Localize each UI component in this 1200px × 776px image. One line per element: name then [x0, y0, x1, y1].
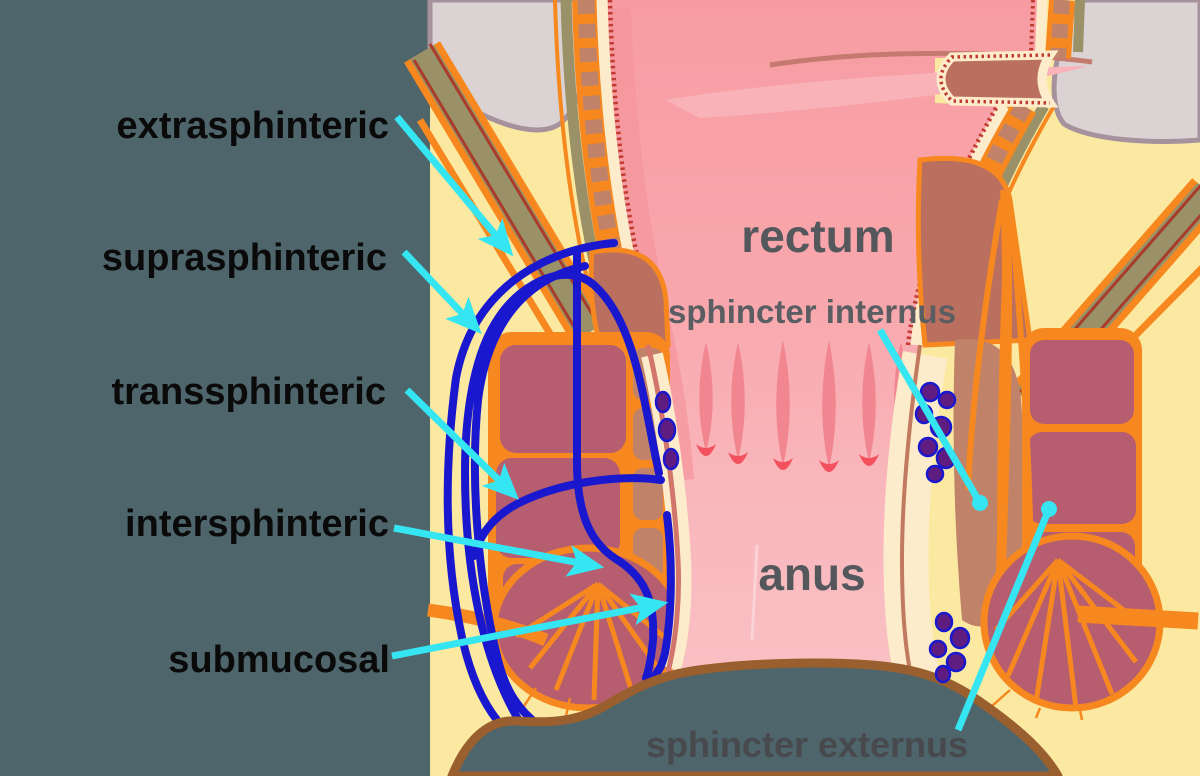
label-sphincter-externus: sphincter externus [646, 724, 968, 765]
anal-glands [654, 381, 971, 684]
pointer-dot-internus [972, 495, 988, 511]
label-panel-background [0, 0, 430, 776]
label-transsphinteric: transsphinteric [111, 371, 386, 413]
arrow-extrasphinteric [394, 114, 514, 257]
sphincter-complex-right [883, 189, 1164, 721]
perineal-muscle-band-right [1077, 605, 1199, 630]
arrow-transsphinteric [404, 387, 519, 500]
rectal-valve-fold [936, 50, 1059, 108]
label-extrasphinteric: extrasphinteric [117, 105, 389, 147]
pointer-sphincter-internus [876, 328, 984, 505]
external-sphincter-block [1028, 432, 1136, 524]
fascia-whiskers-right [991, 689, 1084, 721]
external-sphincter-block [500, 345, 626, 453]
tract-intersphinteric [573, 246, 658, 682]
arrow-submucosal [391, 593, 669, 660]
label-intersphinteric: intersphinteric [125, 503, 389, 545]
tract-suprasphinteric [460, 270, 663, 728]
tract-extrasphinteric [443, 239, 618, 724]
perineum-skin [447, 658, 1063, 776]
arrow-suprasphinteric [401, 249, 482, 335]
anatomy-labels: rectum sphincter internus anus sphincter… [646, 210, 968, 765]
callout-arrows [391, 114, 1053, 732]
rectal-fold-line [769, 50, 1093, 68]
label-rectum: rectum [741, 210, 894, 262]
tract-submucosal [649, 511, 675, 682]
fistula-tracts [443, 239, 675, 731]
tract-transsphinteric [470, 474, 665, 560]
anal-canal-edge-right [899, 344, 922, 681]
external-sphincter-block [1030, 340, 1134, 424]
label-submucosal: submucosal [168, 639, 390, 681]
levator-ani-left [403, 41, 609, 352]
muscle-fan-lines-right [965, 189, 1033, 601]
tract-bundle-outer [470, 262, 589, 731]
fistula-labels: extrasphinteric suprasphinteric transsph… [102, 105, 390, 681]
pointer-dot-externus [1041, 501, 1057, 517]
arrow-intersphinteric [393, 524, 605, 577]
label-anus: anus [758, 548, 865, 600]
label-suprasphinteric: suprasphinteric [102, 237, 387, 279]
label-sphincter-internus: sphincter internus [668, 293, 956, 330]
sphincter-complex-left [488, 332, 692, 717]
pointer-sphincter-externus [954, 507, 1053, 732]
